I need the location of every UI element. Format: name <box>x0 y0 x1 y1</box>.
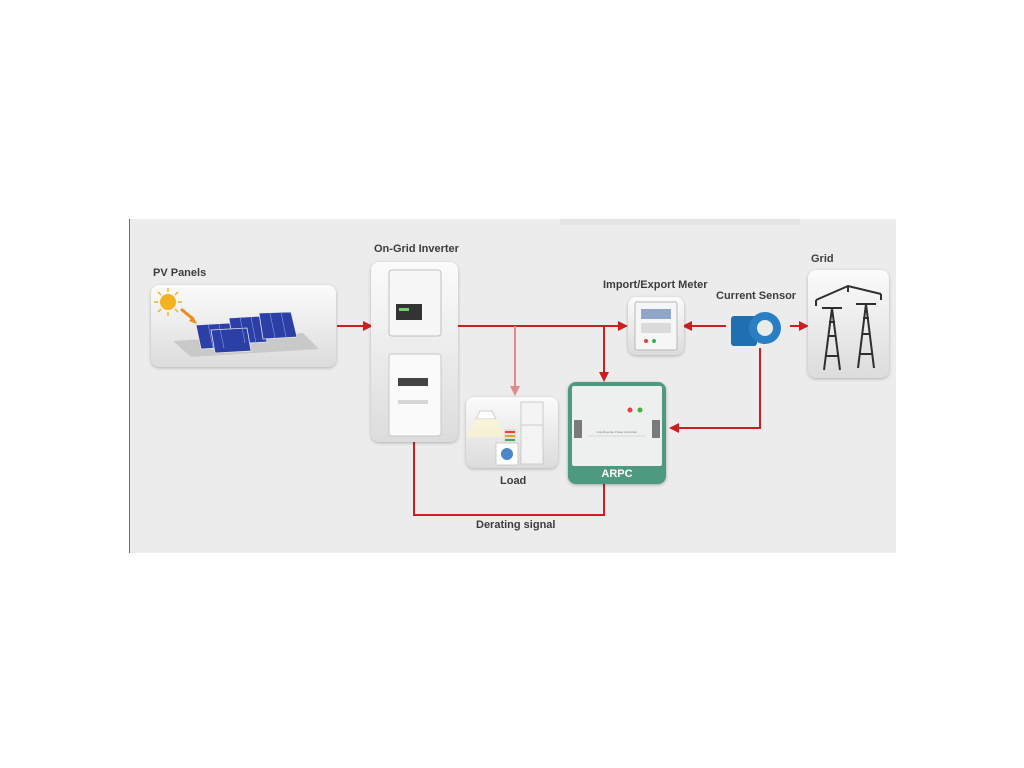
pv-panels-card <box>151 285 336 367</box>
sun-icon <box>154 288 182 316</box>
arpc-label: ARPC <box>601 468 633 480</box>
arpc-device-text: Anti-Reverse Power Controller <box>596 430 638 434</box>
load-card <box>466 397 558 468</box>
pv-panels-label: PV Panels <box>153 267 207 279</box>
wire-sensor-to-arpc <box>669 348 761 433</box>
grid-label: Grid <box>811 253 834 265</box>
transmission-tower-icon <box>815 284 882 371</box>
arpc-controller-icon <box>572 386 662 466</box>
inverter-card <box>371 262 458 442</box>
inverter-icon <box>388 269 442 437</box>
arpc-card: Anti-Reverse Power Controller ARPC <box>568 382 666 484</box>
load-label: Load <box>500 475 527 487</box>
meter-card <box>628 297 684 355</box>
sensor-label: Current Sensor <box>716 290 797 302</box>
meter-label: Import/Export Meter <box>603 279 708 291</box>
grid-card <box>808 270 889 378</box>
current-sensor-icon <box>731 312 781 346</box>
load-appliances-icon <box>466 401 544 466</box>
meter-icon <box>634 301 678 351</box>
derating-signal-label: Derating signal <box>476 519 556 531</box>
inverter-label: On-Grid Inverter <box>374 243 459 255</box>
wire-derating-signal <box>413 442 605 516</box>
solar-panel-icon <box>154 288 319 357</box>
top-strip <box>560 219 800 225</box>
panel-left-border <box>129 219 130 553</box>
